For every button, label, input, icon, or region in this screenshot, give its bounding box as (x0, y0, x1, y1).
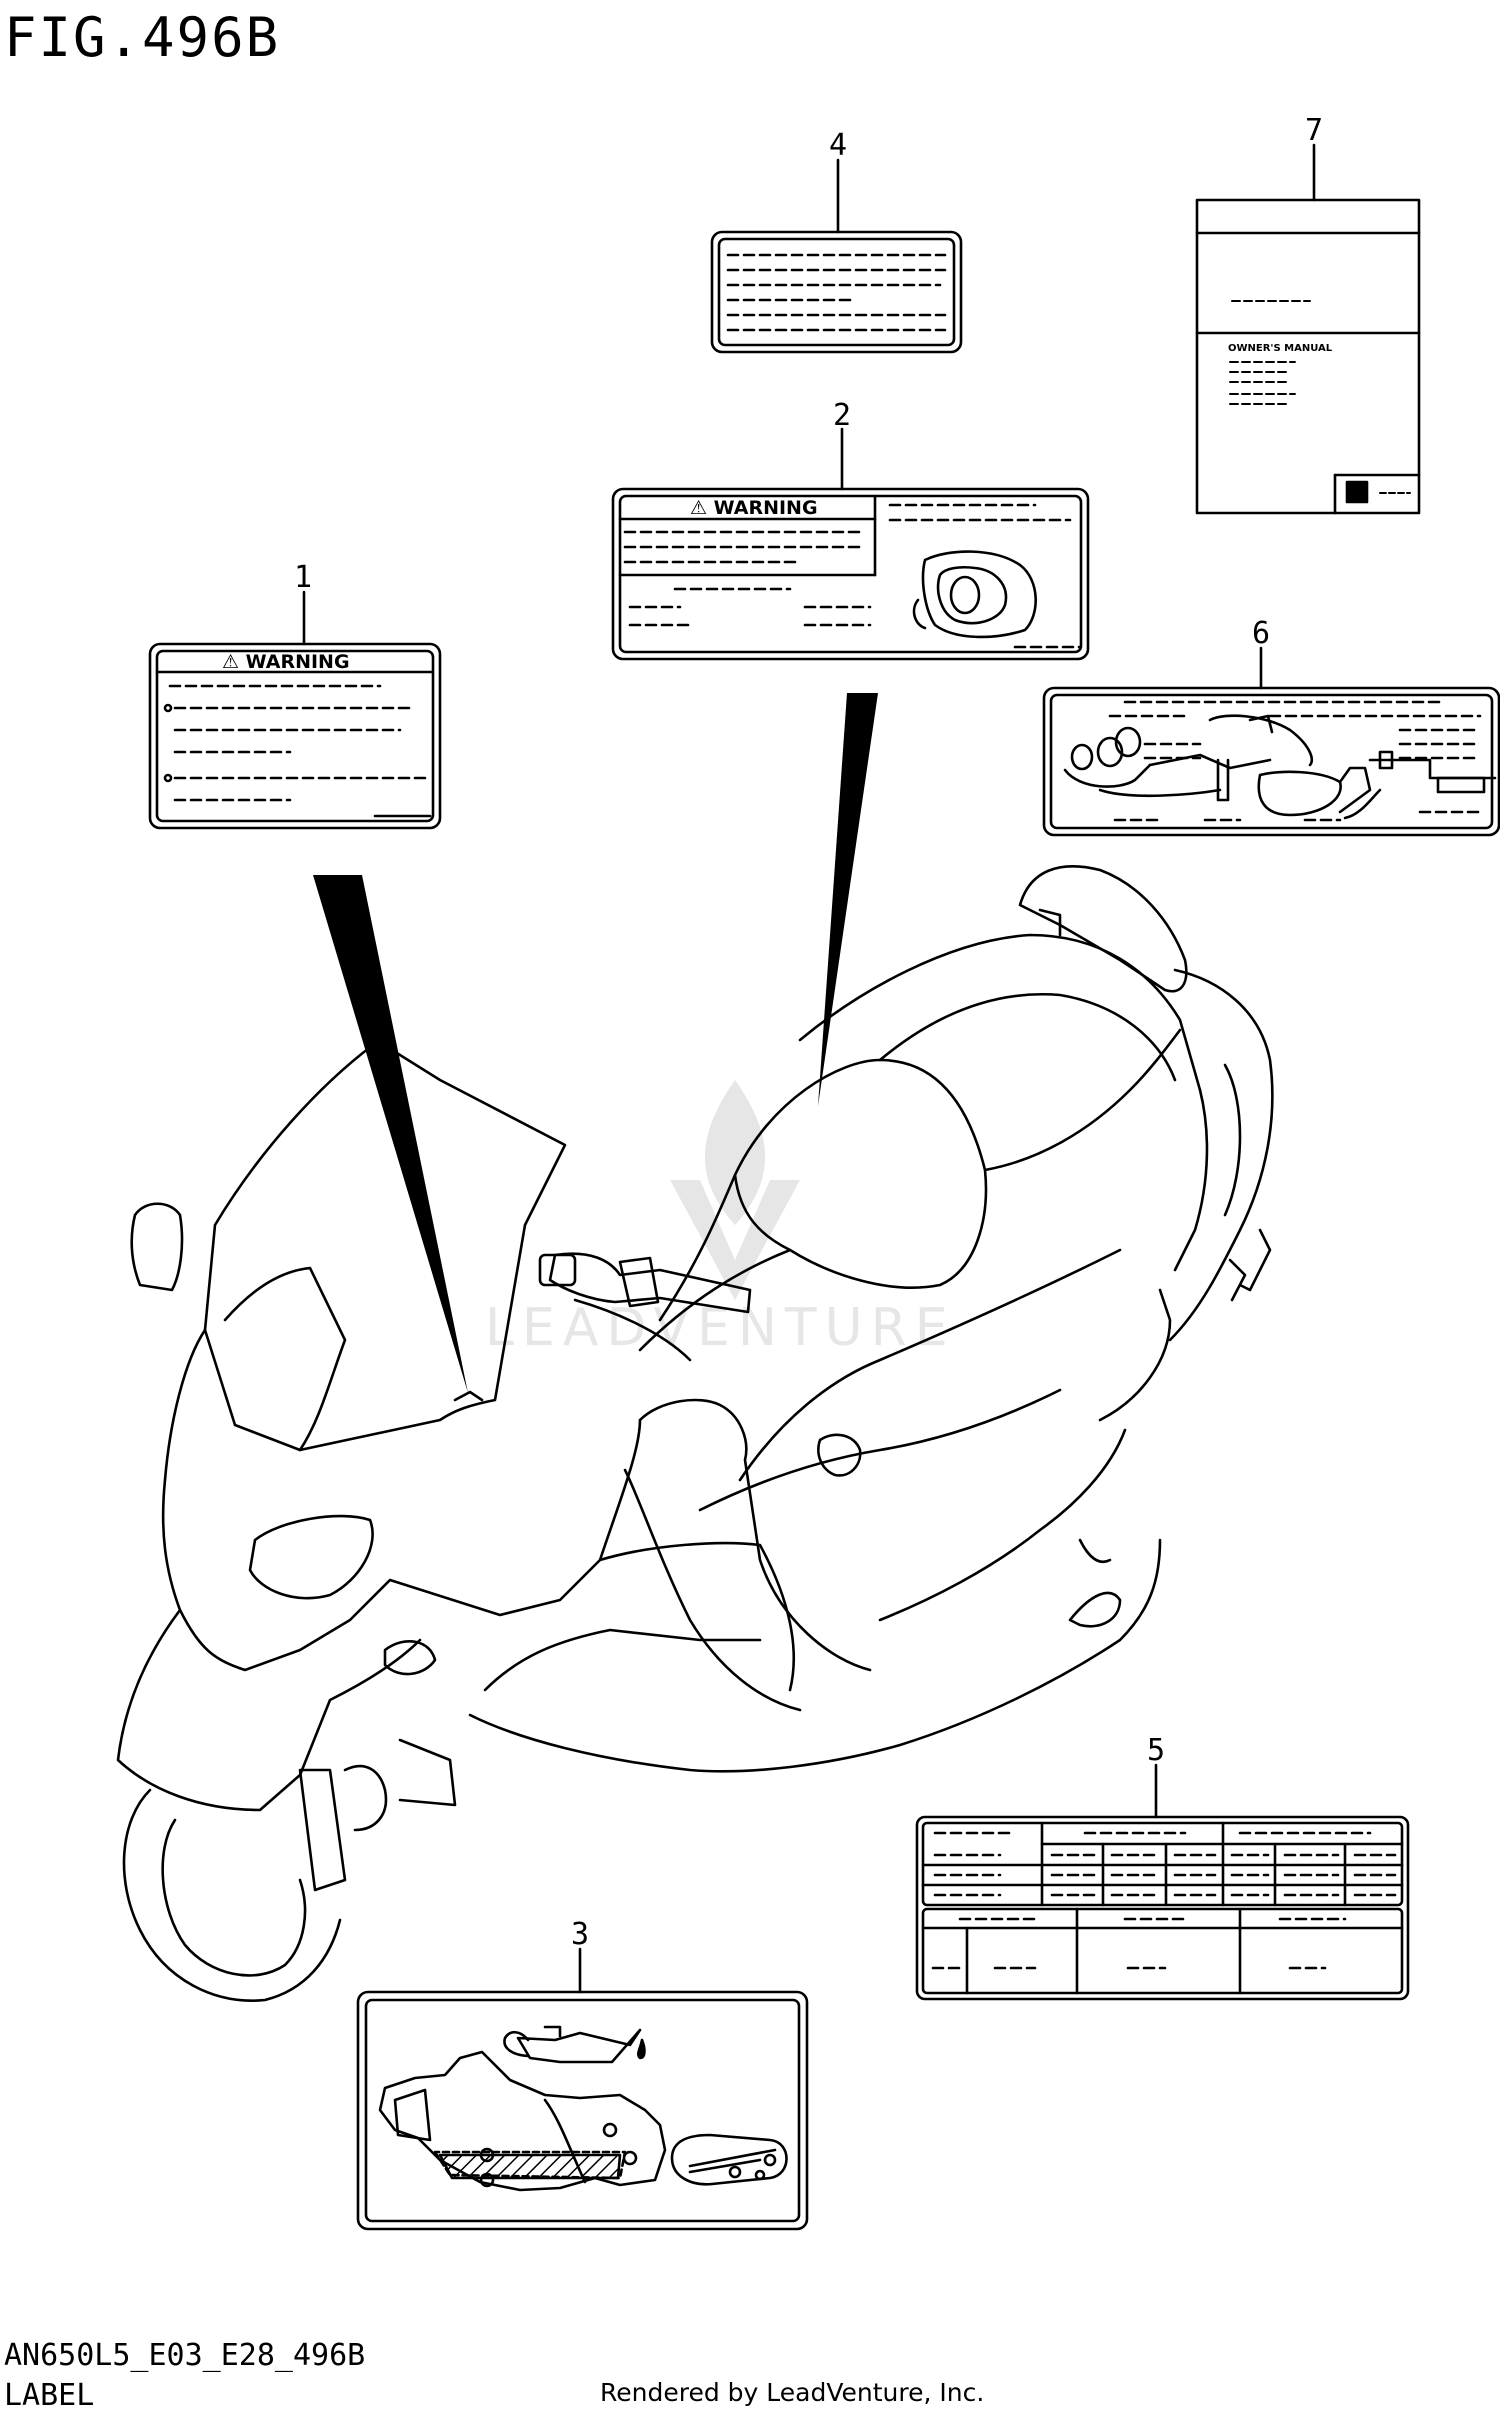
figure-title: FIG.496B (4, 6, 281, 69)
info-label-4[interactable] (710, 230, 963, 354)
warning-text-2: ⚠ WARNING (690, 497, 818, 519)
section-label: LABEL (4, 2378, 95, 2413)
callout-number-1: 1 (294, 560, 312, 595)
callout-number-5: 5 (1147, 1733, 1165, 1768)
callout-number-3: 3 (571, 1917, 589, 1952)
owners-manual-7[interactable] (1195, 198, 1421, 515)
warning-label-2[interactable] (611, 487, 1090, 661)
pointer-wedge-2 (818, 693, 878, 1106)
watermark: LEADVENTURE (485, 1080, 948, 1358)
warning-text-1: ⚠ WARNING (222, 651, 350, 673)
fuel-system-label-6[interactable] (1042, 686, 1500, 837)
tire-pressure-label-5[interactable] (915, 1815, 1410, 2001)
callout-number-2: 2 (833, 398, 851, 433)
warning-label-1[interactable] (148, 642, 442, 830)
model-code: AN650L5_E03_E28_496B (4, 2338, 366, 2373)
callout-number-4: 4 (829, 128, 847, 163)
label-1-outline-on-screen (453, 1390, 484, 1402)
pointer-wedge-1 (313, 875, 468, 1393)
rendered-by-credit: Rendered by LeadVenture, Inc. (600, 2378, 985, 2407)
scooter-drawing (116, 865, 1274, 2002)
callout-number-6: 6 (1252, 616, 1270, 651)
oil-label-3[interactable] (356, 1990, 809, 2231)
manual-title: OWNER'S MANUAL (1228, 343, 1333, 354)
callout-number-7: 7 (1305, 113, 1323, 148)
